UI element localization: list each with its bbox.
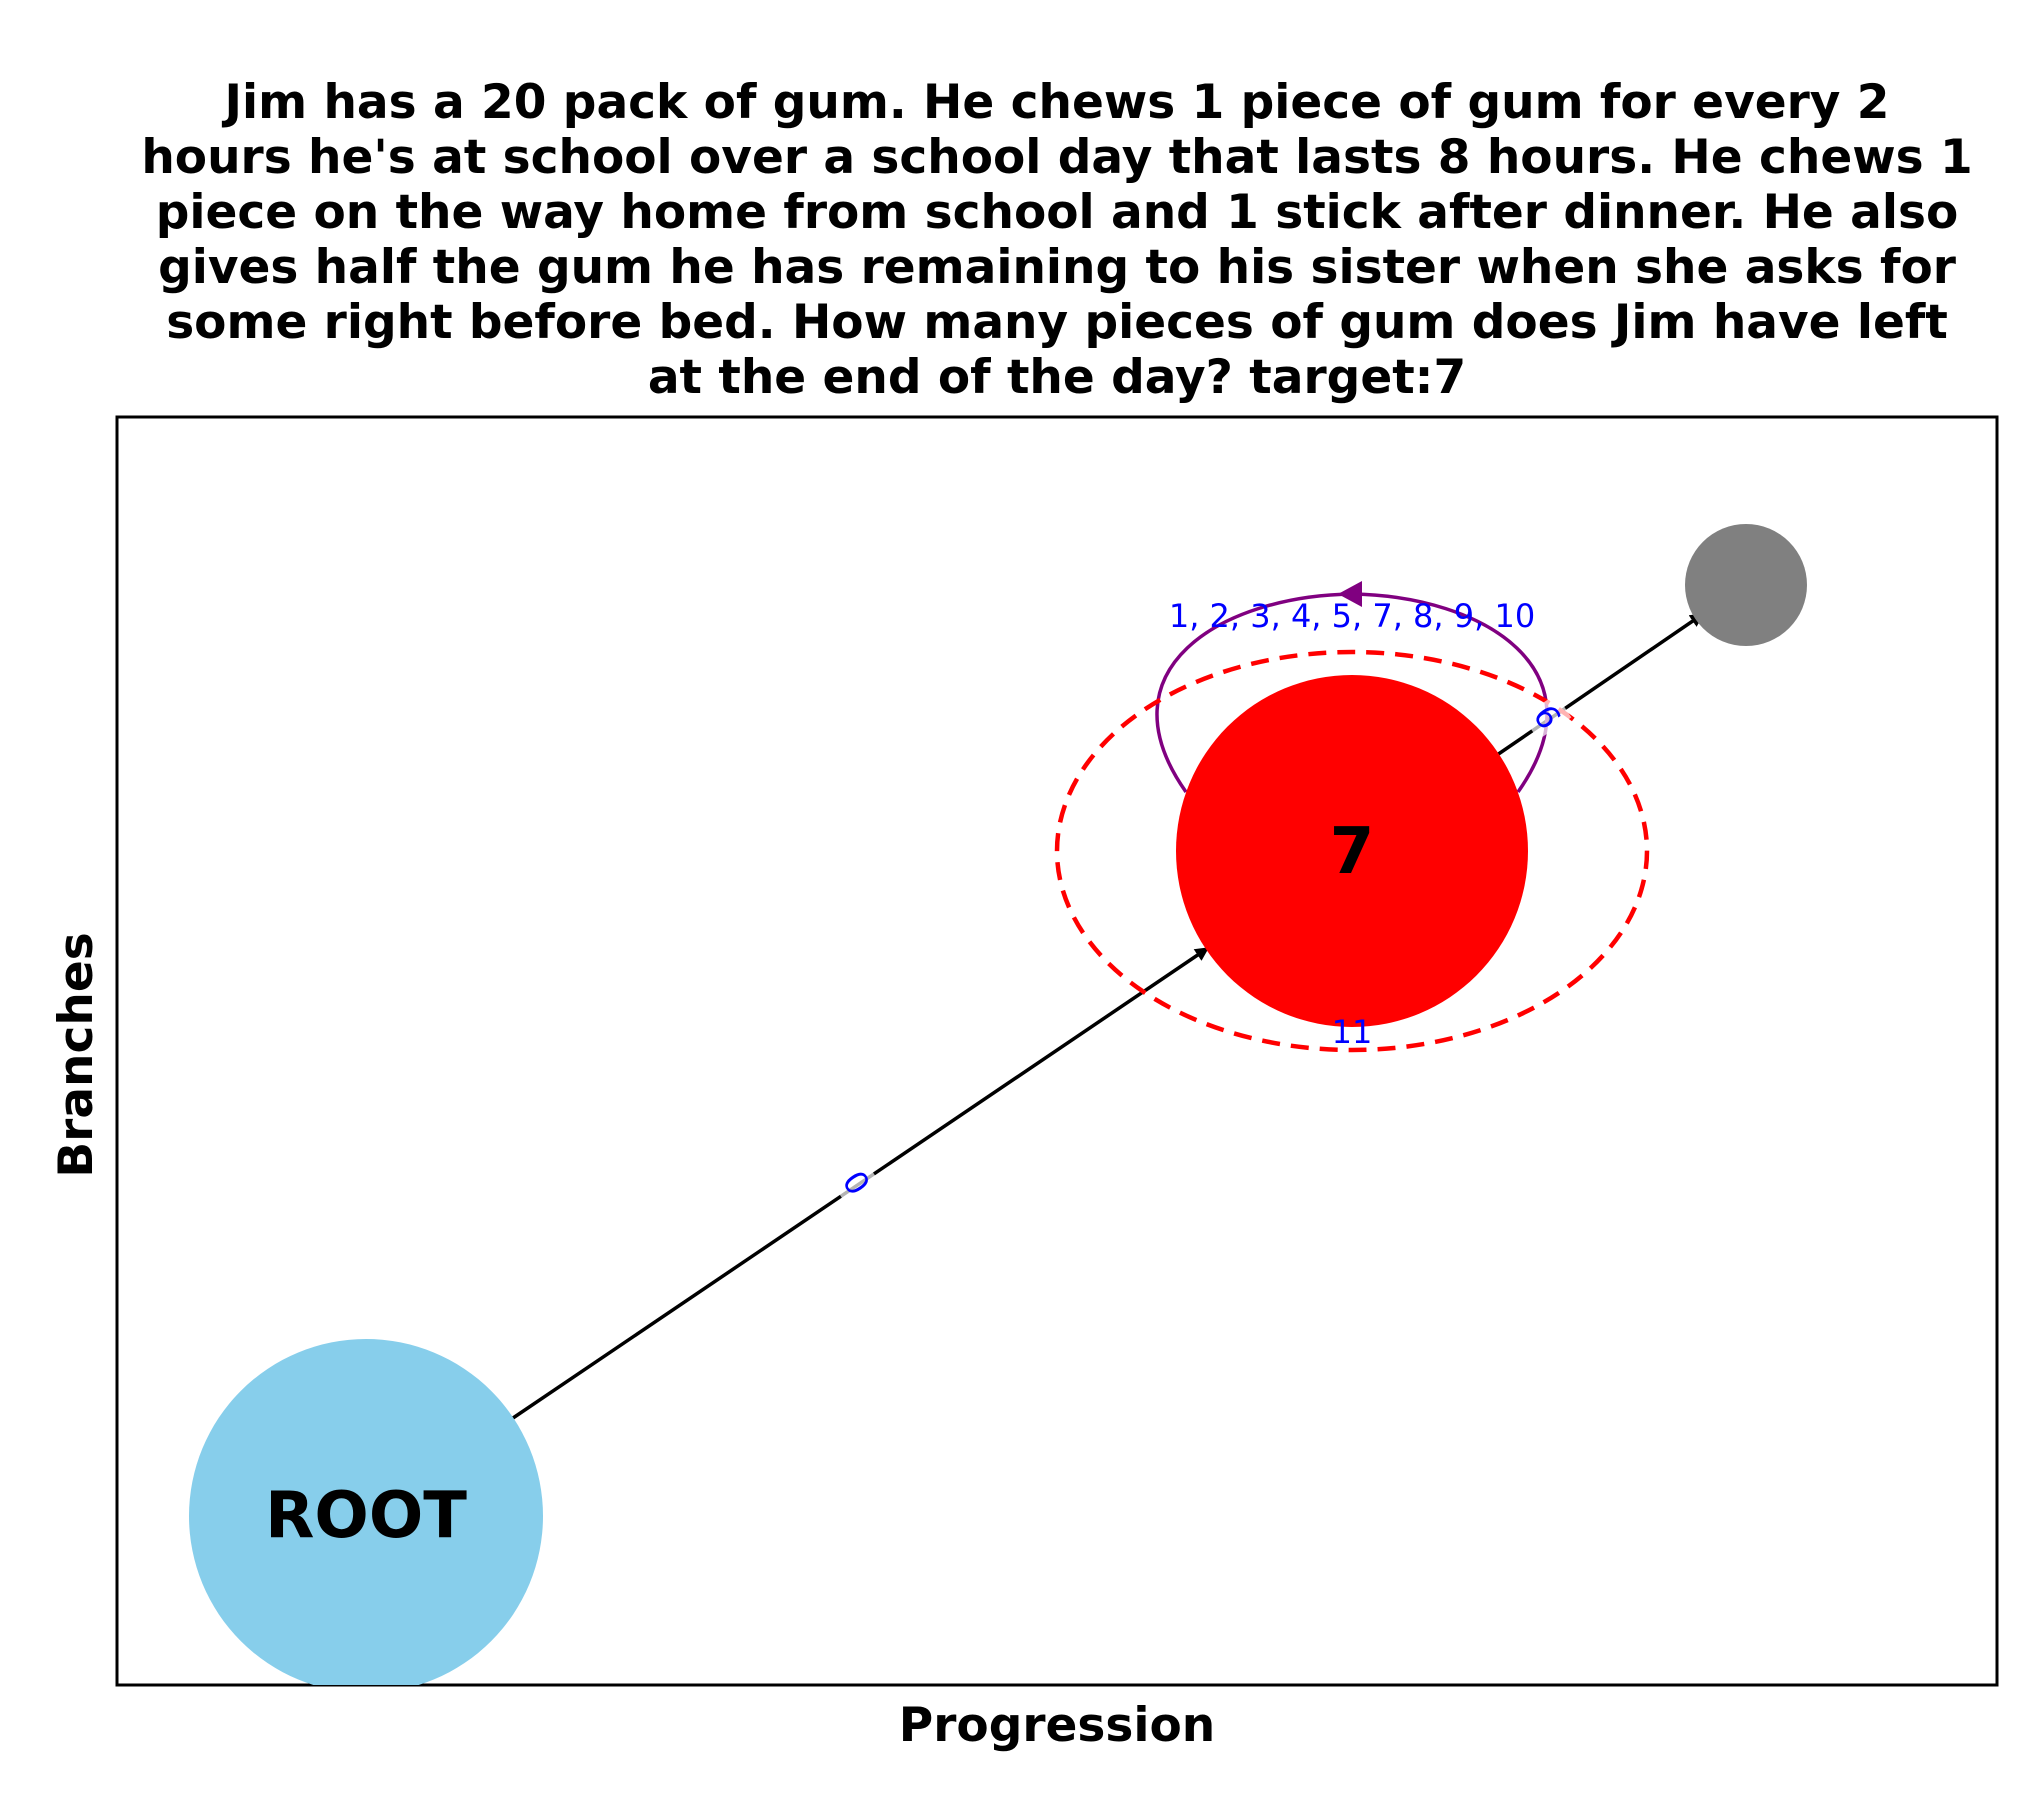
edge-label-ring: 11 bbox=[1332, 1013, 1373, 1051]
chart-title: Jim has a 20 pack of gum. He chews 1 pie… bbox=[141, 75, 1972, 405]
node-root-label: ROOT bbox=[265, 1479, 467, 1553]
node-root[interactable] bbox=[189, 1339, 543, 1693]
node-answer-label: 7 bbox=[1330, 815, 1375, 889]
self-loop-arrowhead bbox=[1338, 581, 1362, 607]
title-line-6: at the end of the day? target:7 bbox=[648, 350, 1466, 405]
x-axis-label: Progression bbox=[899, 1698, 1215, 1753]
title-line-5: some right before bed. How many pieces o… bbox=[166, 295, 1948, 350]
edge-answer-to-leaf bbox=[1496, 612, 1705, 757]
node-leaf[interactable] bbox=[1685, 524, 1807, 646]
y-axis-label: Branches bbox=[49, 932, 104, 1177]
title-line-1: Jim has a 20 pack of gum. He chews 1 pie… bbox=[222, 75, 1890, 130]
title-line-4: gives half the gum he has remaining to h… bbox=[158, 240, 1957, 295]
title-line-3: piece on the way home from school and 1 … bbox=[156, 185, 1959, 240]
title-line-2: hours he's at school over a school day t… bbox=[141, 130, 1972, 185]
plot-area: ROOT 7 0 6 1, 2, 3, 4, 5, 7, 8, 9, 10 11 bbox=[189, 524, 1807, 1693]
node-answer[interactable] bbox=[1176, 675, 1528, 1027]
edge-label-self-loop: 1, 2, 3, 4, 5, 7, 8, 9, 10 bbox=[1169, 597, 1535, 635]
answer-highlight-ring bbox=[1054, 649, 1650, 1053]
